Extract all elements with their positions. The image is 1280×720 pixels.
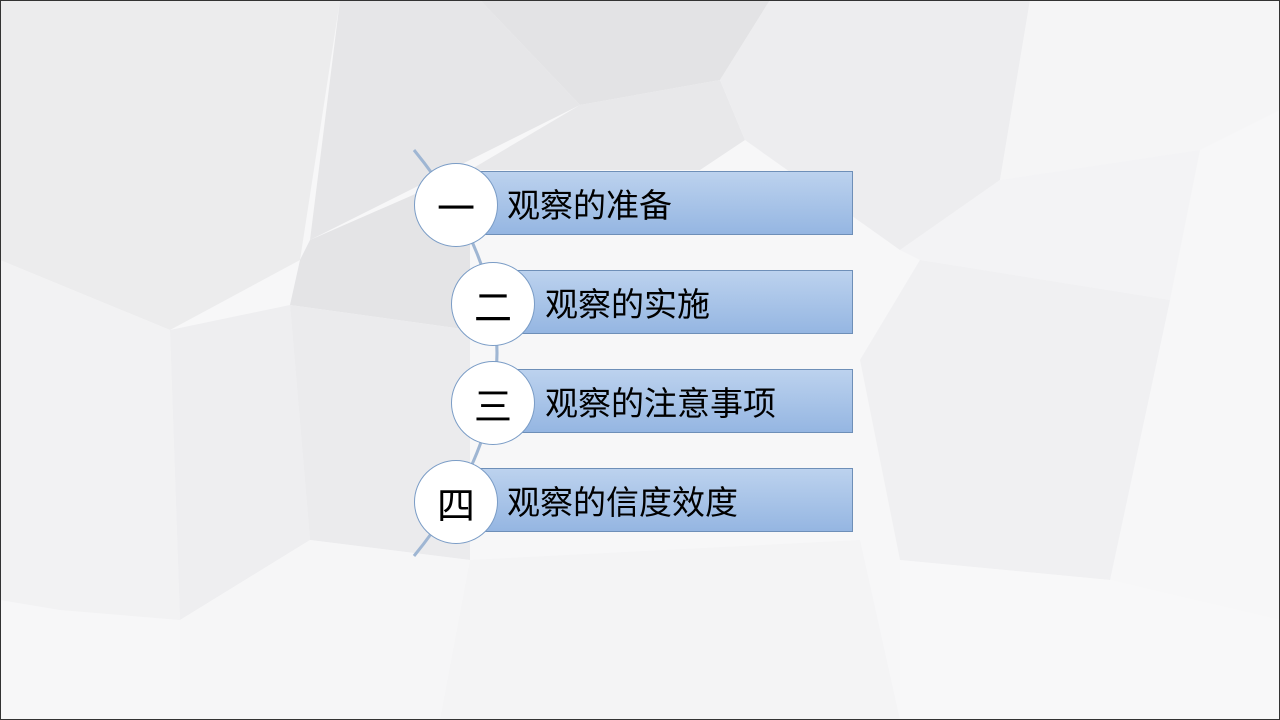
agenda-number-4: 四 xyxy=(414,460,498,544)
agenda-item-2[interactable]: 观察的实施 xyxy=(510,270,853,334)
agenda-item-3[interactable]: 观察的注意事项 xyxy=(510,369,853,433)
agenda-item-label: 观察的注意事项 xyxy=(545,384,776,423)
agenda-item-1[interactable]: 观察的准备 xyxy=(470,171,853,235)
agenda-number-3: 三 xyxy=(451,361,535,445)
agenda-number-2: 二 xyxy=(451,262,535,346)
agenda-item-4[interactable]: 观察的信度效度 xyxy=(470,468,853,532)
agenda-item-label: 观察的信度效度 xyxy=(507,483,738,522)
agenda-item-label: 观察的实施 xyxy=(545,285,710,324)
agenda-number-1: 一 xyxy=(414,163,498,247)
agenda-item-label: 观察的准备 xyxy=(507,186,672,225)
